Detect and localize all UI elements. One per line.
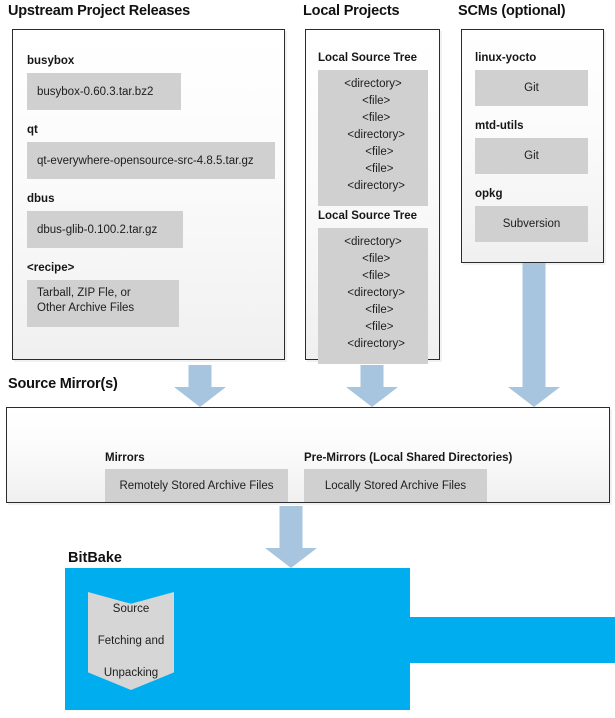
mirrors-label: Mirrors [105, 452, 145, 464]
tree-line: <directory> [344, 236, 402, 248]
tree-line: <file> [352, 321, 394, 333]
tree-line: <directory> [344, 78, 402, 90]
upstream-item-label-dbus: dbus [27, 193, 55, 205]
local-source-tree-label-1: Local Source Tree [318, 52, 418, 64]
local-source-tree-label-2: Local Source Tree [318, 210, 418, 222]
local-source-tree-1: <directory> <file> <file> <directory> <f… [318, 70, 428, 206]
tree-line: <directory> [341, 338, 405, 350]
tree-line: <directory> [341, 287, 405, 299]
local-source-tree-2: <directory> <file> <file> <directory> <f… [318, 228, 428, 364]
recipe-value-line-1: Tarball, ZIP Fle, or [37, 287, 131, 299]
local-projects-panel: Local Source Tree <directory> <file> <fi… [305, 29, 440, 364]
tree-line: <file> [355, 112, 391, 124]
scms-column-title: SCMs (optional) [458, 3, 566, 19]
arrow-local-projects-to-mirrors [346, 365, 398, 407]
upstream-item-value-dbus: dbus-glib-0.100.2.tar.gz [27, 211, 183, 248]
arrow-mirrors-to-bitbake [265, 506, 317, 568]
tree-line: <file> [355, 270, 391, 282]
scm-item-label-mtd-utils: mtd-utils [475, 120, 524, 132]
task-line-1: Source [112, 603, 150, 615]
bitbake-title: BitBake [68, 550, 122, 566]
mirrors-value: Remotely Stored Archive Files [105, 469, 288, 502]
upstream-item-value-qt: qt-everywhere-opensource-src-4.8.5.tar.g… [27, 142, 275, 179]
tree-line: <file> [352, 304, 394, 316]
tree-line: <file> [355, 95, 391, 107]
source-mirrors-panel: Mirrors Remotely Stored Archive Files Pr… [6, 407, 610, 503]
upstream-item-label-busybox: busybox [27, 55, 75, 67]
scm-item-label-linux-yocto: linux-yocto [475, 52, 537, 64]
task-text: Source Fetching and Unpacking [98, 601, 165, 681]
scm-item-value-mtd-utils: Git [475, 138, 588, 174]
tree-line: <directory> [341, 129, 405, 141]
scm-item-value-opkg: Subversion [475, 206, 588, 242]
tree-line: <file> [352, 146, 394, 158]
local-projects-column-title: Local Projects [303, 3, 400, 19]
tree-line: <directory> [341, 180, 405, 192]
source-fetching-and-unpacking-task: Source Fetching and Unpacking [88, 592, 174, 690]
scms-panel: linux-yocto Git mtd-utils Git opkg Subve… [461, 29, 604, 263]
scm-item-label-opkg: opkg [475, 188, 503, 200]
bitbake-pipeline-tail [410, 617, 615, 663]
pre-mirrors-value: Locally Stored Archive Files [304, 469, 487, 502]
task-line-3: Unpacking [103, 667, 159, 679]
source-mirrors-title: Source Mirror(s) [8, 376, 118, 392]
upstream-item-label-recipe: <recipe> [27, 262, 75, 274]
tree-line: <file> [352, 163, 394, 175]
scm-item-value-linux-yocto: Git [475, 70, 588, 106]
upstream-item-label-qt: qt [27, 124, 38, 136]
upstream-panel: busybox busybox-0.60.3.tar.bz2 qt qt-eve… [12, 29, 285, 360]
arrow-upstream-to-mirrors [174, 365, 226, 407]
recipe-value-line-2: Other Archive Files [37, 302, 135, 314]
tree-line: <file> [355, 253, 391, 265]
upstream-item-value-recipe: Tarball, ZIP Fle, or Other Archive Files [27, 280, 179, 327]
arrow-scms-to-mirrors [508, 263, 560, 407]
upstream-item-value-busybox: busybox-0.60.3.tar.bz2 [27, 73, 181, 110]
upstream-column-title: Upstream Project Releases [8, 3, 190, 19]
pre-mirrors-label: Pre-Mirrors (Local Shared Directories) [304, 452, 513, 464]
task-line-2: Fetching and [97, 635, 165, 647]
